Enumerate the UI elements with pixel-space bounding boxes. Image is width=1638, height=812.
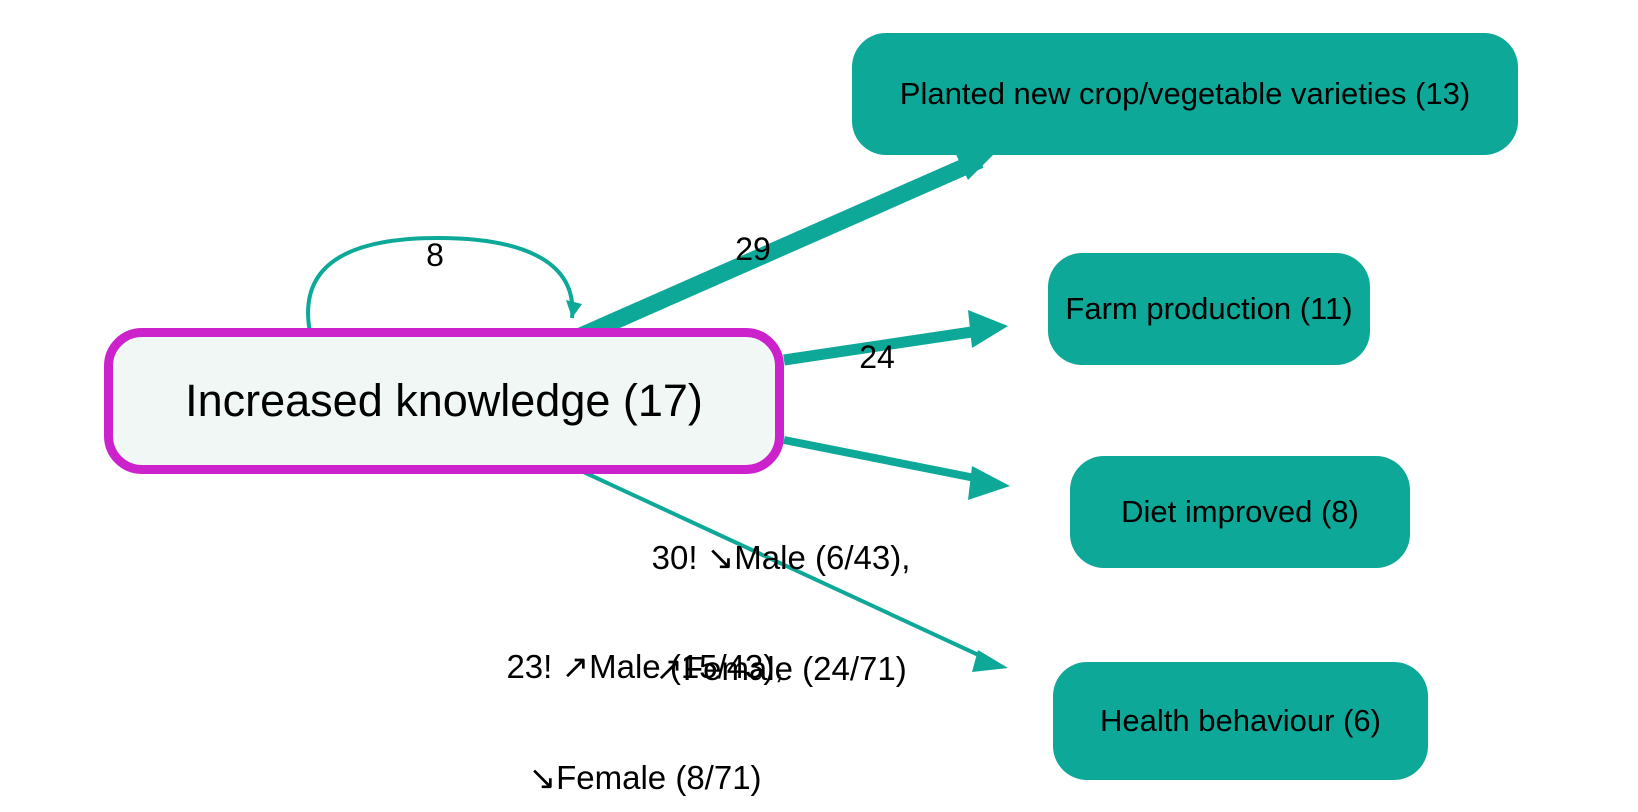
edge-label-line-2: ↗Female (24/71) bbox=[655, 649, 907, 687]
edge-to-farm[interactable] bbox=[783, 310, 1008, 366]
node-diet-improved[interactable]: Diet improved (8) bbox=[1070, 456, 1410, 568]
edge-label-line-1: 30! ↘Male (6/43), bbox=[651, 538, 911, 576]
node-label: Diet improved (8) bbox=[1121, 494, 1359, 530]
node-label: Increased knowledge (17) bbox=[185, 375, 703, 427]
edge-self-loop[interactable] bbox=[306, 235, 582, 333]
edge-to-diet[interactable] bbox=[783, 436, 1010, 500]
edge-to-health[interactable] bbox=[561, 460, 1008, 672]
node-increased-knowledge[interactable]: Increased knowledge (17) bbox=[104, 328, 784, 474]
node-farm-production[interactable]: Farm production (11) bbox=[1048, 253, 1370, 365]
edge-label-line-1: 23! ↗Male (15/43), bbox=[506, 647, 784, 685]
node-health-behaviour[interactable]: Health behaviour (6) bbox=[1053, 662, 1428, 780]
node-planted-new-crop-varieties[interactable]: Planted new crop/vegetable varieties (13… bbox=[852, 33, 1518, 155]
edge-label-to-farm: 24 bbox=[859, 339, 895, 375]
node-label: Planted new crop/vegetable varieties (13… bbox=[899, 76, 1471, 112]
edge-label-line-2: ↘Female (8/71) bbox=[528, 758, 762, 796]
edge-label-self-loop: 8 bbox=[426, 237, 444, 273]
edge-label-to-health: 23! ↗Male (15/43), ↘Female (8/71) bbox=[500, 575, 790, 812]
edge-label-to-diet: 30! ↘Male (6/43), ↗Female (24/71) bbox=[648, 466, 914, 762]
node-label: Farm production (11) bbox=[1065, 291, 1353, 327]
edge-to-planted[interactable] bbox=[572, 146, 996, 346]
edge-label-to-planted: 29 bbox=[735, 231, 771, 267]
node-label: Health behaviour (6) bbox=[1100, 703, 1381, 739]
